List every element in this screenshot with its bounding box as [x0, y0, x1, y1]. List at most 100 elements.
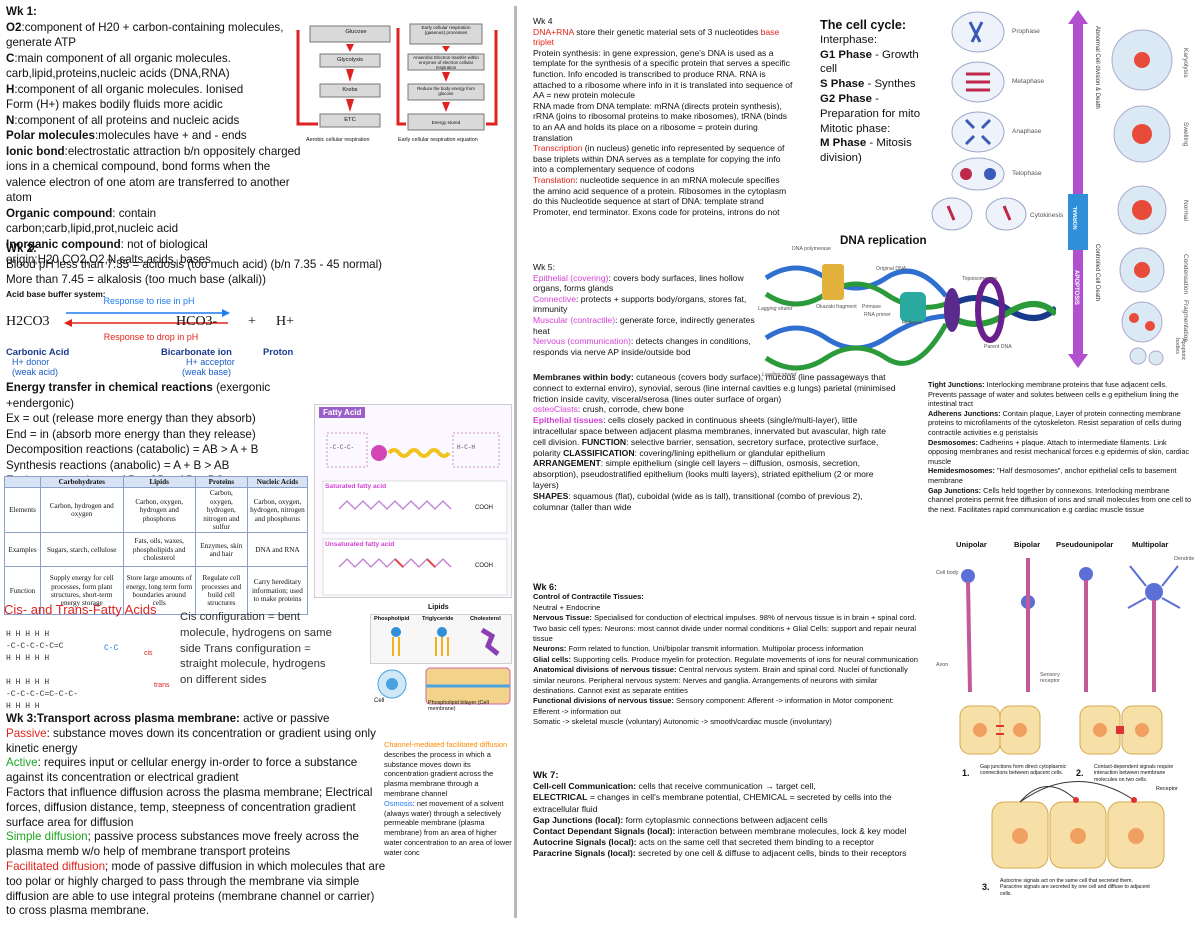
wk5-epithelial: Epithelial (covering): covers body surfa… [533, 272, 744, 294]
table-cell: Enzymes, skin and hair [194, 532, 248, 568]
cell-cycle-m: M Phase - Mitosis division) [820, 137, 912, 165]
dna-replication-diagram: DNA replication DNA polymerase Okazaki f… [756, 232, 1056, 382]
cell-cycle-s: S Phase - Synthes [820, 78, 916, 91]
necrosis-apoptosis-diagram: NECROSIS NORMAL APOPTOSIS Abnormal Cell … [1064, 8, 1198, 370]
saturated-label: Saturated fatty acid [325, 483, 387, 490]
epithelial-tissues-text: Epithelial tissues: cells closely packed… [533, 415, 887, 458]
wk6-neutral: Neutral + Endocrine [533, 602, 601, 612]
neuron-type-label: Pseudounipolar [1056, 540, 1114, 549]
necrosis-side-label: Abnormal Cell division & Death [1094, 26, 1100, 109]
membranes-section: Membranes within body: cutaneous (covers… [533, 372, 898, 512]
wk6-item: Somatic -> skeletal muscle (voluntary) A… [533, 717, 832, 727]
table-cell: Carbon, oxygen, hydrogen, nitrogen and p… [246, 487, 309, 534]
wk1-line: Inorganic compound: not of biological or… [6, 237, 211, 267]
channel-title: Channel-mediated facilitated diffusion [384, 740, 508, 749]
wk1-line: C:main component of all organic molecule… [6, 51, 231, 65]
formula-plus: + [248, 314, 256, 329]
dna-label: Primase [862, 304, 882, 310]
signal-number: 3. [982, 882, 990, 892]
svg-text:-C-C-C-C=C-C-C-: -C-C-C-C=C-C-C- [6, 690, 78, 699]
fatty-acid-title: Fatty Acid [319, 407, 366, 418]
wk3-simple-diffusion: Simple diffusion; passive process substa… [6, 830, 359, 859]
junction-item: Gap Junctions: Cells held together by co… [928, 485, 1192, 514]
molecules-table: Carbohydrates Lipids Proteins Nucleic Ac… [4, 475, 309, 616]
label-proton: Proton [263, 346, 294, 357]
wk4-transcription: Transcription (in nucleus) genetic info … [533, 143, 785, 175]
table-header-cell: Proteins [194, 475, 248, 489]
wk1-heading: Wk 1: [6, 5, 37, 18]
cell-death-stage-label: Karyolysis [1182, 48, 1189, 78]
wk1-line: H:component of all organic molecules. Io… [6, 82, 244, 96]
mitosis-diagram: Prophase Metaphase Anaphase Telophase Cy… [926, 8, 1063, 234]
svg-text:H H H H H: H H H H H [6, 654, 49, 663]
membranes-text: Membranes within body: cutaneous (covers… [533, 372, 896, 404]
neuron-types-diagram: Unipolar Bipolar Pseudounipolar Multipol… [936, 540, 1198, 698]
dna-label: Helicase [902, 320, 922, 326]
dna-label: Okazaki fragment [816, 304, 857, 310]
junctions-section: Tight Junctions: Interlocking membrane p… [928, 380, 1194, 514]
wk6-subheading: Control of Contractile Tissues: [533, 592, 644, 602]
wk7-item: Contact Dependant Signals (local): inter… [533, 826, 907, 837]
column-divider [514, 6, 517, 918]
formula-carbonic: H2CO3 [6, 314, 50, 329]
cell-death-stage-label: Apoptotic bodies [1174, 338, 1186, 361]
cis-trans-molecules: H H H H H -C-C-C-C-C=C H H H H H C-C H H… [6, 630, 119, 708]
cell-cycle-mitotic: Mitotic phase: [820, 122, 891, 135]
unsaturated-label: Unsaturated fatty acid [325, 541, 395, 548]
cis-trans-section: Cis- and Trans-Fatty Acids H H H H H -C-… [4, 602, 372, 708]
energy-section: Energy transfer in chemical reactions (e… [6, 380, 326, 489]
table-cell: Carry hereditary information; used to ma… [246, 566, 309, 616]
svg-text:H H H H H: H H H H H [6, 630, 49, 639]
svg-text:-C-C-C-C-C=C: -C-C-C-C-C=C [6, 642, 64, 651]
cell-death-stage-label: Normal [1182, 200, 1189, 221]
wk4-line: DNA+RNA store their genetic material set… [533, 26, 780, 48]
lipid-shapes [377, 627, 511, 705]
svg-text:-C-C-C-: -C-C-C- [329, 444, 354, 451]
signal-caption: Contact-dependent signals require intera… [1094, 764, 1174, 783]
cell-signaling-diagram: 1. Gap junctions form direct cytoplasmic… [956, 702, 1196, 924]
label-bicarbonate-sub: (weak base) [182, 367, 232, 377]
cholesterol-label: Cholesterol [470, 616, 501, 622]
cell-death-graphic [1068, 10, 1173, 368]
wk3-factors: Factors that influence diffusion across … [6, 785, 373, 829]
respiration-flowcharts: Glucose Glycolysis Krebs ETC Aerobic cel… [290, 20, 510, 150]
cis-trans-title: Cis- and Trans-Fatty Acids [4, 602, 157, 617]
wk1-line: Polar molecules:molecules have + and - e… [6, 129, 247, 142]
junction-item: Adherens Junctions: Contain plaque, Laye… [928, 408, 1182, 437]
wk4-rna-types: RNA made from DNA template: mRNA (direct… [533, 100, 788, 143]
svg-text:H H H H H: H H H H H [6, 678, 49, 687]
response-drop-label: Response to drop in pH [103, 332, 199, 342]
signal-number: 2. [1076, 768, 1084, 778]
table-cell: Examples [4, 532, 41, 568]
table-header-cell [4, 475, 41, 489]
label-bicarbonate: Bicarbonate ion [161, 346, 232, 357]
junction-item: Tight Junctions: Interlocking membrane p… [928, 380, 1179, 409]
lipids-title: Lipids [428, 604, 449, 611]
wk7-item: ELECTRICAL = changes in cell's membrane … [533, 792, 892, 814]
mitosis-label: Prophase [1012, 28, 1040, 35]
buffer-title: Acid base buffer system: [6, 288, 106, 299]
fatty-acid-panel: Fatty Acid -C-C-C- H-C-H Saturated fatty… [314, 404, 512, 598]
dna-helix [764, 264, 1056, 371]
molecules-table-wrap: Carbohydrates Lipids Proteins Nucleic Ac… [4, 475, 309, 616]
wk7-section: Wk 7: Cell-cell Communication: cells tha… [533, 770, 918, 860]
wk6-item: Anatomical divisions of nervous tissue: … [533, 665, 908, 696]
channel-section: Channel-mediated facilitated diffusion d… [384, 740, 512, 858]
wk1-line: N:component of all proteins and nucleic … [6, 113, 240, 127]
bilayer-label: Phospholipid bilayer (Cell membrane) [428, 700, 489, 712]
cell-cycle-g1: G1 Phase - Growth cell [820, 48, 919, 76]
wk5-section: Wk 5: Epithelial (covering): covers body… [533, 262, 758, 357]
dna-label: Parent DNA [984, 344, 1012, 350]
neuron-type-label: Multipolar [1132, 540, 1169, 549]
formula-bicarbonate: HCO3- [176, 314, 218, 329]
wk3-active: Active: requires input or cellular energ… [6, 756, 358, 785]
neuron-small-label: Cell body [936, 570, 959, 576]
signal-number: 1. [962, 768, 970, 778]
wk6-section: Wk 6: Control of Contractile Tissues: Ne… [533, 582, 918, 728]
mitosis-label: Metaphase [1012, 78, 1045, 85]
flow2-caption: Early cellular respiration equation [398, 137, 478, 143]
signaling-cells [959, 705, 1165, 869]
table-row: Function Supply energy for cell processe… [4, 566, 309, 616]
dna-label: Original DNA [876, 266, 907, 272]
neuron-small-label: Dendrite [1174, 556, 1195, 562]
